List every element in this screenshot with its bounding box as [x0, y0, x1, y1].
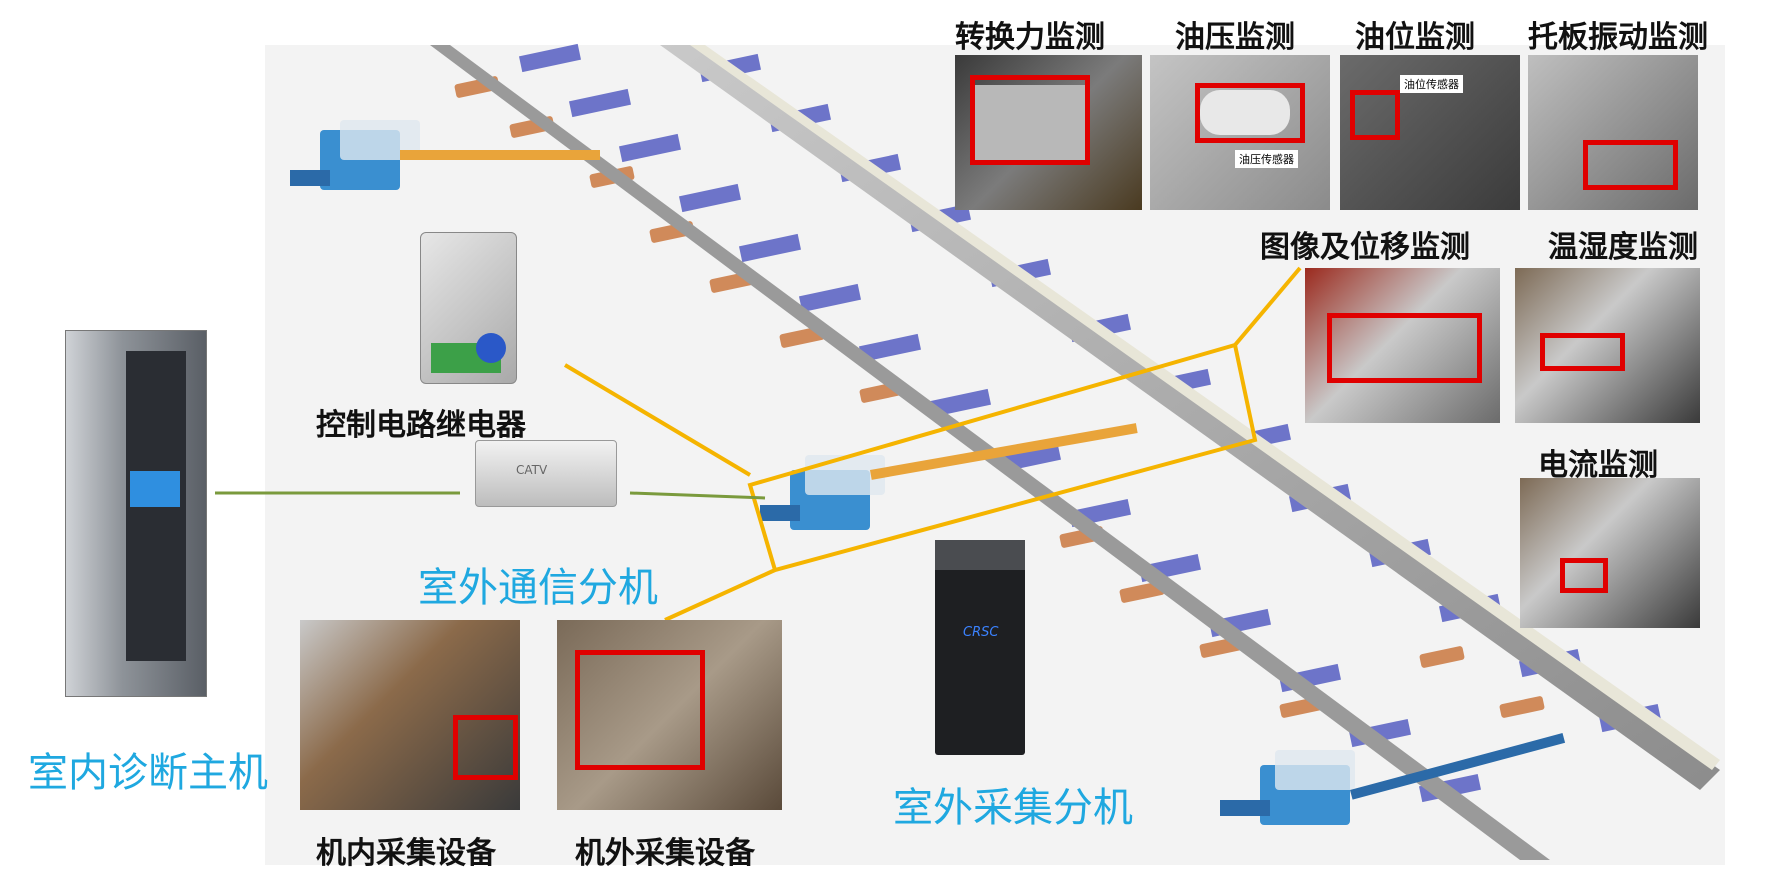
label-vibration: 托板振动监测: [1528, 20, 1708, 55]
photo-oil-pressure: 油压传感器: [1150, 55, 1330, 210]
oil-pressure-sensor-text: 油压传感器: [1235, 150, 1298, 168]
collection-unit-device: CRSC: [935, 540, 1025, 755]
photo-temp-humidity: [1515, 268, 1700, 423]
comm-unit-device: CATV: [475, 440, 617, 507]
photo-vibration: [1528, 55, 1698, 210]
photo-image-displacement: [1305, 268, 1500, 423]
switch-machine-top: [290, 120, 600, 190]
label-comm: 室外通信分机: [418, 565, 658, 611]
photo-inner-collection: [300, 620, 520, 810]
label-force: 转换力监测: [955, 20, 1105, 55]
label-oil-level: 油位监测: [1355, 20, 1475, 55]
photo-outer-collection: [557, 620, 782, 810]
photo-force: [955, 55, 1142, 210]
photo-current: [1520, 478, 1700, 628]
label-inner: 机内采集设备: [316, 836, 496, 871]
label-collect: 室外采集分机: [893, 785, 1133, 831]
label-oil-pressure: 油压监测: [1175, 20, 1295, 55]
label-host: 室内诊断主机: [28, 750, 268, 796]
label-outer: 机外采集设备: [575, 836, 755, 871]
photo-oil-level: 油位传感器: [1340, 55, 1520, 210]
link-lines: [215, 491, 766, 500]
label-current: 电流监测: [1538, 448, 1658, 483]
label-relay: 控制电路继电器: [316, 408, 526, 443]
crsc-text: CRSC: [963, 625, 999, 640]
callout-lines: [563, 266, 1302, 622]
label-image: 图像及位移监测: [1260, 230, 1470, 265]
relay-device: [420, 232, 517, 384]
label-humidity: 温湿度监测: [1548, 230, 1698, 265]
diagnostic-host-cabinet: [65, 330, 207, 697]
catv-text: CATV: [516, 463, 548, 477]
switch-machine-bottom: [1220, 733, 1566, 825]
oil-level-sensor-text: 油位传感器: [1400, 75, 1463, 93]
